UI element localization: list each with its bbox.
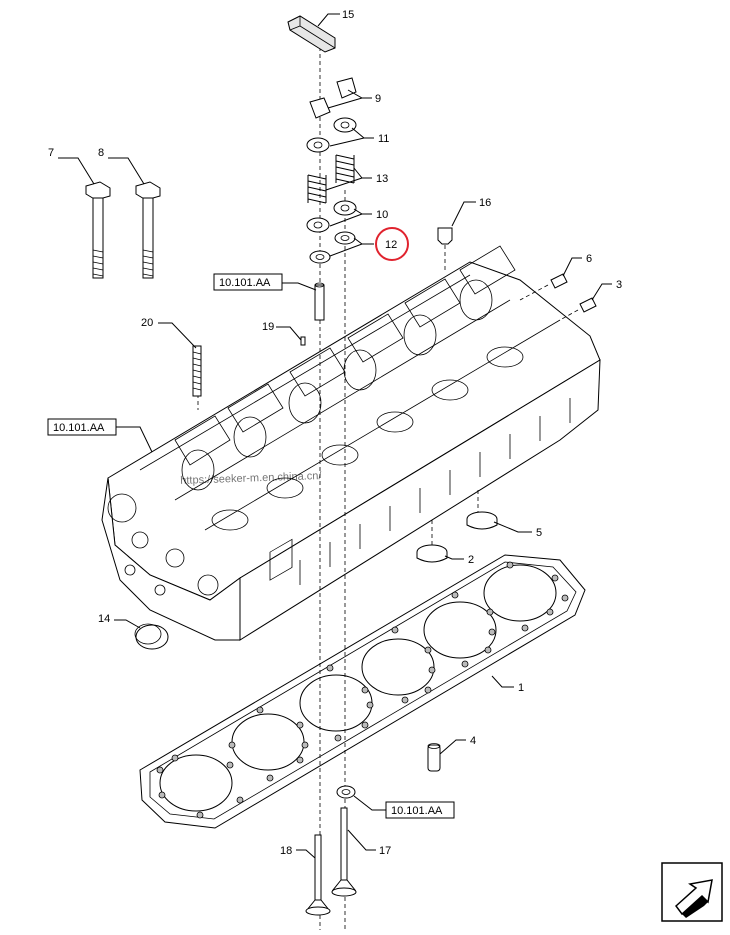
reference-box-bottom: 10.101.AA (385, 801, 455, 819)
callout-9: 9 (375, 93, 381, 105)
arrow-next-icon[interactable] (661, 862, 723, 922)
valve-stem-seal-12 (309, 231, 356, 264)
callout-3: 3 (616, 279, 622, 291)
valve-spring-13 (307, 154, 355, 204)
core-plug-5 (466, 511, 498, 530)
reference-box-top: 10.101.AA (213, 273, 283, 291)
reference-box-left: 10.101.AA (47, 418, 117, 436)
callout-17: 17 (379, 845, 391, 857)
valve-17 (331, 807, 357, 897)
callout-20: 20 (141, 317, 153, 329)
callout-12-highlighted: 12 (375, 227, 409, 261)
plug-3 (579, 297, 597, 313)
highlight-circle (375, 227, 409, 261)
plug-6 (550, 273, 568, 289)
reference-label-left: 10.101.AA (53, 422, 105, 434)
spring-retainer-11 (306, 117, 357, 153)
cylinder-head (101, 245, 601, 641)
head-bolt-8 (135, 181, 161, 279)
watermark: https://seeker-m.en.china.cn/ (180, 470, 323, 487)
callout-4: 4 (470, 735, 476, 747)
callout-7: 7 (48, 147, 54, 159)
valve-18 (305, 834, 331, 916)
dowel-4 (427, 743, 441, 772)
head-bolt-7 (85, 181, 111, 279)
callout-14: 14 (98, 613, 110, 625)
callout-2: 2 (468, 554, 474, 566)
callout-11: 11 (378, 133, 389, 145)
callout-labels: 15 9 11 13 10 16 7 8 6 3 20 19 5 2 14 1 … (48, 9, 622, 857)
callout-5: 5 (536, 527, 542, 539)
head-gasket (139, 554, 586, 829)
callout-16: 16 (479, 197, 491, 209)
callout-8: 8 (98, 147, 104, 159)
callout-19: 19 (262, 321, 274, 333)
expansion-plug-14 (134, 623, 169, 650)
stud-20 (192, 345, 202, 397)
reference-label-bottom: 10.101.AA (391, 805, 443, 817)
valve-bridge-15 (287, 15, 336, 53)
spring-seat-10 (306, 200, 357, 233)
valve-collets-9 (309, 77, 357, 119)
dowel-pin-19 (300, 336, 306, 346)
callout-15: 15 (342, 9, 354, 21)
callout-6: 6 (586, 253, 592, 265)
valve-seat-insert (336, 785, 356, 799)
valve-guide (314, 282, 325, 321)
callout-1: 1 (518, 682, 524, 694)
reference-label-top: 10.101.AA (219, 277, 271, 289)
callout-12: 12 (385, 239, 397, 251)
callout-10: 10 (376, 209, 388, 221)
leader-lines (58, 13, 612, 859)
core-plug-2 (416, 544, 448, 563)
plug-16 (437, 227, 453, 245)
callout-13: 13 (376, 173, 388, 185)
callout-18: 18 (280, 845, 292, 857)
